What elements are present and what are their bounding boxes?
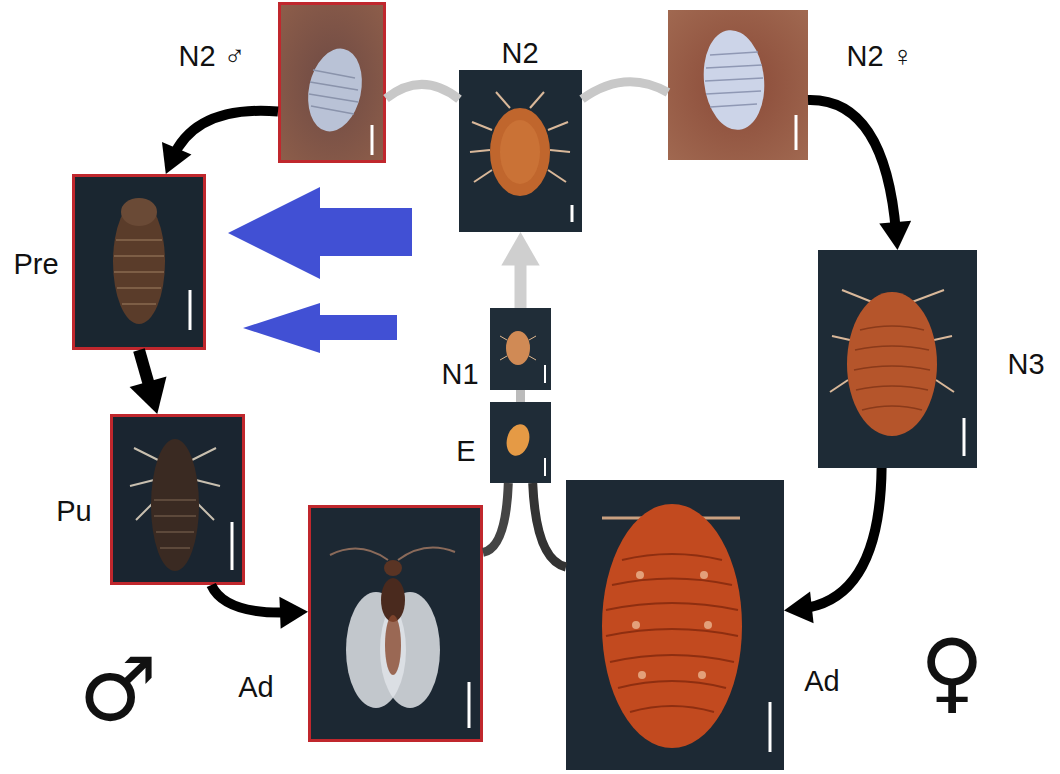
- stage-label: Pre: [13, 249, 58, 281]
- stage-label: Pu: [56, 496, 91, 528]
- stage-label: E: [456, 436, 475, 468]
- connector-line: [582, 82, 668, 99]
- arrow-head: [130, 376, 167, 414]
- life-cycle-connector: [520, 390, 521, 402]
- life-cycle-connector: [130, 350, 167, 414]
- life-cycle-connector: [162, 111, 278, 174]
- life-cycle-connector: [386, 84, 459, 99]
- arrow-head: [501, 232, 539, 266]
- life-cycle-connector: [211, 585, 308, 629]
- blue-arrow: [243, 303, 397, 353]
- photo-n1: [490, 308, 551, 390]
- photo-adult-female: [566, 480, 784, 770]
- stage-photo-node: N2 ♂: [278, 2, 386, 163]
- sex-symbol: ♂: [79, 646, 158, 734]
- photo-adult-male: [308, 505, 483, 742]
- photo-n2-male: [278, 2, 386, 163]
- connector-line: [516, 390, 525, 402]
- stage-photo-node: Ad: [566, 480, 784, 770]
- connector-line: [533, 483, 566, 567]
- connector-line: [386, 84, 459, 99]
- stage-photo-node: N1: [490, 308, 551, 390]
- photo-pupa: [110, 414, 245, 585]
- arrow-head: [162, 142, 191, 174]
- photo-prepupa: [72, 174, 206, 350]
- arrow-head: [279, 597, 308, 629]
- life-cycle-connector: [808, 100, 911, 250]
- connector-line: [808, 100, 896, 233]
- connector-line: [801, 468, 882, 609]
- arrow-head: [784, 592, 814, 624]
- stage-photo-node: Pu: [110, 414, 245, 585]
- life-cycle-connector: [582, 82, 668, 99]
- stage-label: Ad: [804, 666, 839, 698]
- life-cycle-connector: [501, 232, 539, 308]
- connector-line: [483, 483, 508, 552]
- life-cycle-connector: [483, 483, 508, 552]
- life-cycle-connector: [533, 483, 566, 567]
- stage-photo-node: N2: [459, 70, 582, 232]
- stage-label: N2: [501, 38, 538, 70]
- sex-symbol: ♀: [920, 628, 984, 716]
- stage-photo-node: Pre: [72, 174, 206, 350]
- stage-photo-node: N3: [818, 250, 977, 468]
- photo-egg: [490, 402, 551, 483]
- life-cycle-connector: [784, 468, 882, 623]
- connector-line: [172, 111, 278, 159]
- photo-n2: [459, 70, 582, 232]
- photo-n2-female: [668, 10, 808, 160]
- arrow-head: [879, 221, 911, 250]
- stage-label: N3: [1007, 349, 1044, 381]
- stage-label: Ad: [238, 672, 273, 704]
- stage-label: N1: [441, 359, 478, 391]
- stage-photo-node: N2 ♀: [668, 10, 808, 160]
- stage-photo-node: Ad: [308, 505, 483, 742]
- photo-n3: [818, 250, 977, 468]
- stage-label: N2 ♀: [847, 41, 914, 73]
- connector-line: [211, 585, 291, 613]
- blue-arrow: [228, 187, 412, 279]
- stage-label: N2 ♂: [179, 41, 246, 73]
- stage-photo-node: E: [490, 402, 551, 483]
